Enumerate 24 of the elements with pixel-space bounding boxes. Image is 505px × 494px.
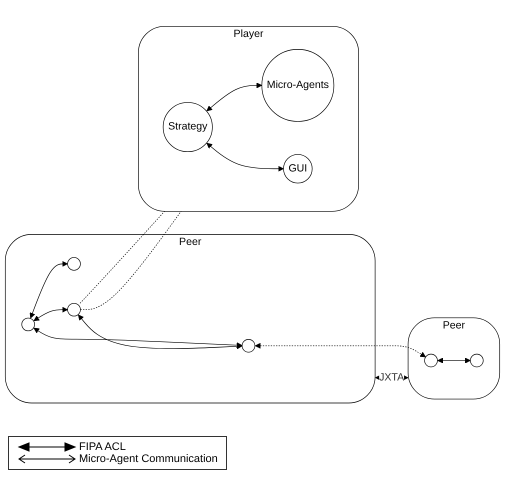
node-circle: Strategy bbox=[162, 102, 213, 152]
legend-label: Micro-Agent Communication bbox=[79, 453, 218, 465]
arrow bbox=[254, 343, 426, 358]
node-circle bbox=[470, 354, 484, 368]
arrow bbox=[30, 261, 68, 319]
arrow bbox=[34, 307, 68, 322]
legend-label: FIPA ACL bbox=[79, 441, 126, 453]
cluster: Peer bbox=[4, 234, 376, 404]
edge-label: JXTA bbox=[379, 372, 404, 384]
node-circle bbox=[21, 318, 35, 332]
node-circle bbox=[242, 339, 256, 353]
cluster: Peer bbox=[408, 318, 500, 400]
node-circle bbox=[67, 303, 81, 317]
arrow bbox=[78, 314, 242, 350]
node-circle: Micro-Agents bbox=[262, 49, 334, 122]
arrow bbox=[437, 358, 471, 364]
arrow bbox=[206, 143, 284, 172]
arrow bbox=[206, 82, 262, 112]
connector bbox=[80, 211, 165, 304]
connector bbox=[80, 211, 182, 310]
arrow bbox=[34, 328, 242, 348]
node-circle bbox=[67, 258, 81, 271]
node-circle bbox=[424, 354, 438, 368]
node-circle: GUI bbox=[283, 154, 313, 184]
